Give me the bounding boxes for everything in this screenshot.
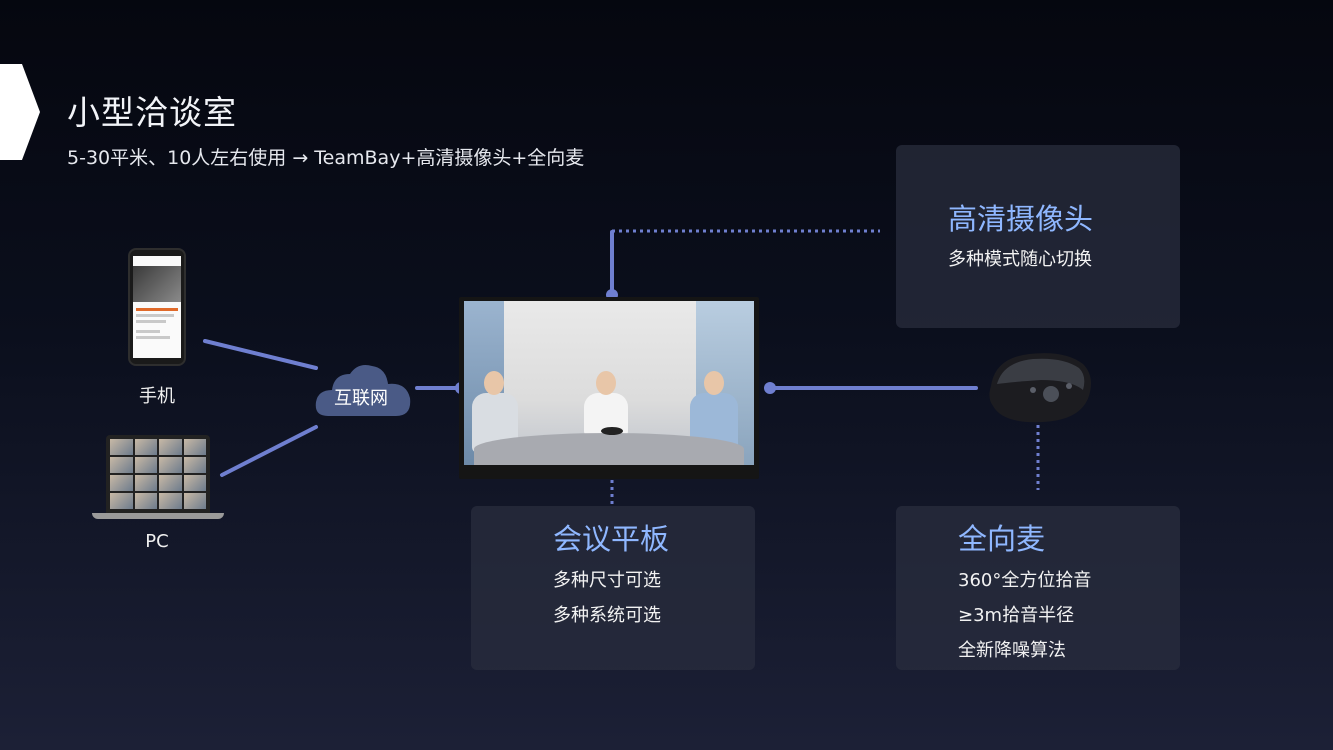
cloud-label: 互联网 — [334, 384, 388, 410]
connector-dot-right — [764, 382, 776, 394]
mic-card-line-2: ≥3m拾音半径 — [958, 601, 1074, 627]
pc-label: PC — [128, 531, 186, 552]
phone-label: 手机 — [128, 382, 186, 408]
camera-card-title: 高清摄像头 — [948, 196, 1093, 238]
panel-card-line-2: 多种系统可选 — [553, 601, 661, 627]
mic-card-line-1: 360°全方位拾音 — [958, 566, 1091, 592]
camera-card-line-1: 多种模式随心切换 — [948, 245, 1092, 271]
mic-card-line-3: 全新降噪算法 — [958, 636, 1066, 662]
laptop-icon — [92, 435, 224, 521]
mic-card-title: 全向麦 — [958, 516, 1045, 558]
pc-connector — [222, 427, 316, 475]
smart-panel-image — [459, 297, 759, 479]
panel-card-title: 会议平板 — [553, 516, 669, 558]
phone-icon — [128, 248, 186, 366]
speakerphone-image — [985, 350, 1095, 424]
phone-connector — [205, 341, 316, 368]
panel-card-line-1: 多种尺寸可选 — [553, 566, 661, 592]
